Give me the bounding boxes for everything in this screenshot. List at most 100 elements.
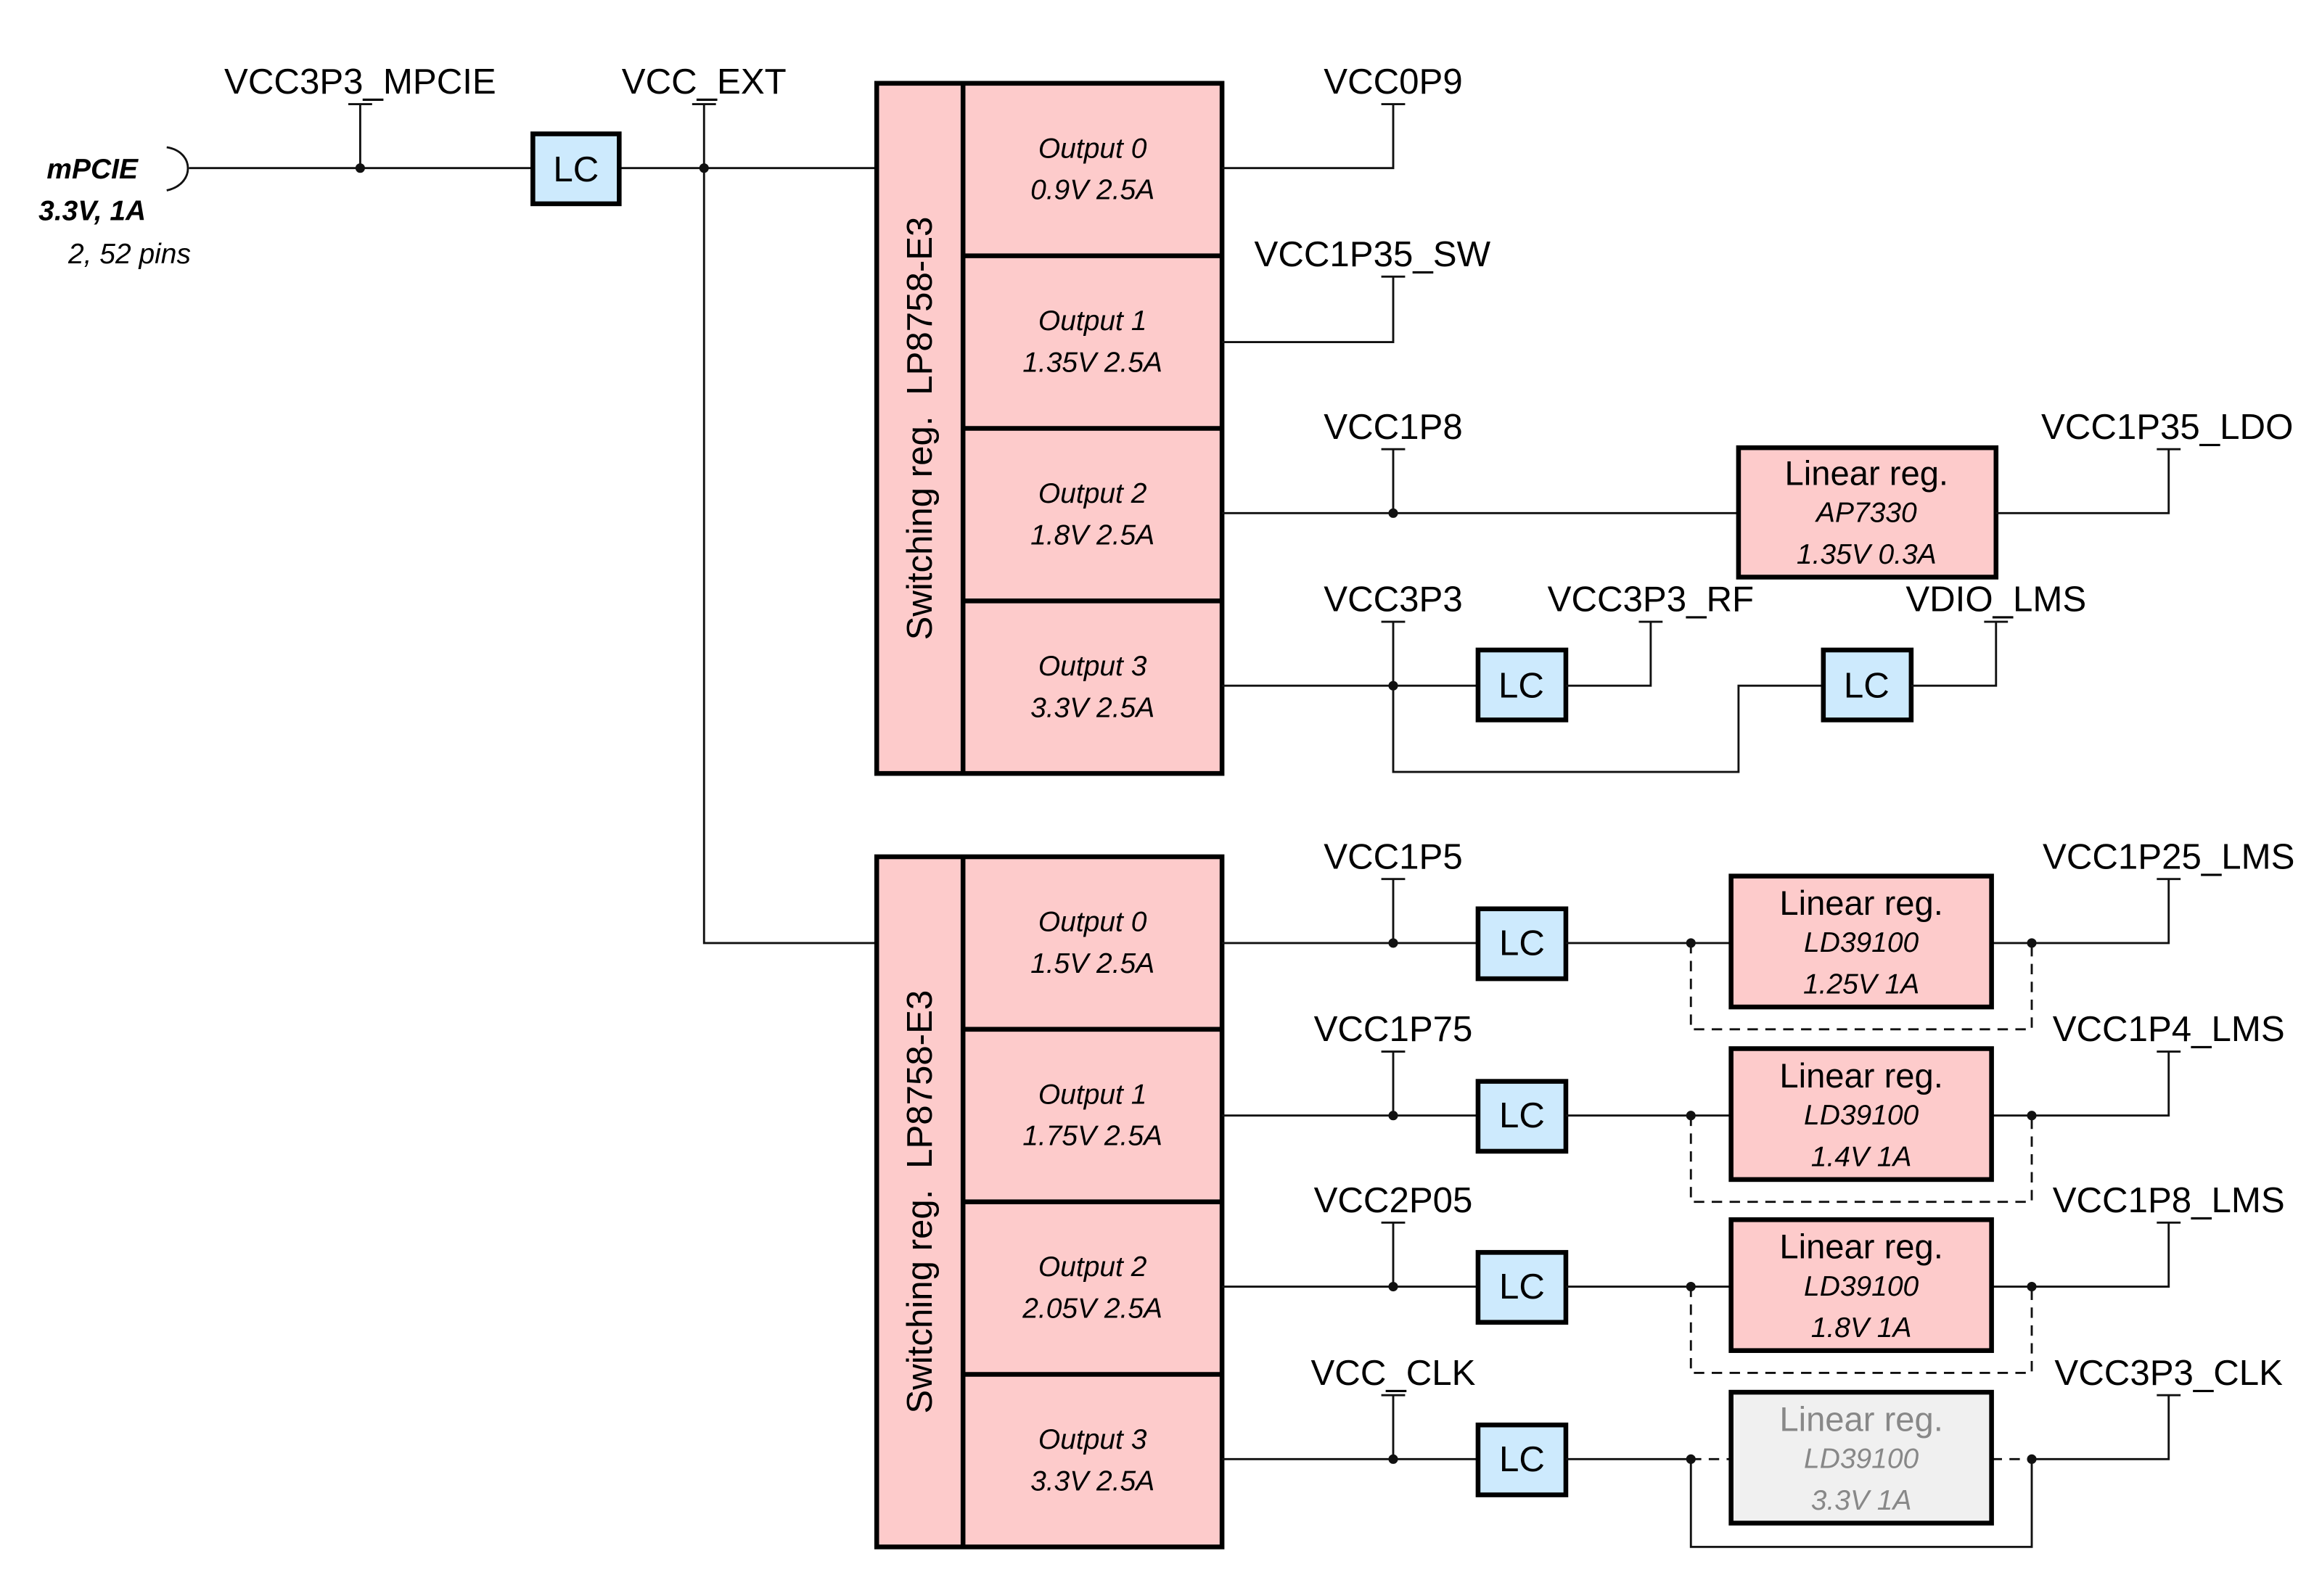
net-tie-ext: VCC_EXT <box>622 62 877 945</box>
output-name: Output 3 <box>1038 1424 1147 1455</box>
ldo-rating: 3.3V 1A <box>1811 1485 1912 1516</box>
net-label-switch-out: VCC1P75 <box>1314 1009 1473 1049</box>
lc-label: LC <box>1498 666 1544 706</box>
wire-top-out1 <box>1222 276 1395 344</box>
net-label-switch-out: VCC_CLK <box>1310 1353 1475 1393</box>
switching-reg-0: Switching reg.LP8758-E3 Output 0 0.9V 2.5A… <box>874 81 1225 776</box>
net-label-top-out1: VCC1P35_SW <box>1255 234 1491 274</box>
net-label-ldo-out: VCC3P3_CLK <box>2054 1353 2283 1393</box>
top-out2-branch: VCC1P8 Linear reg. AP7330 1.35V 0.3A VCC… <box>1222 407 2293 580</box>
output-name: Output 0 <box>1038 907 1147 938</box>
bypass-fitted <box>1689 1459 2033 1548</box>
lc-box-vdio <box>1821 647 1914 723</box>
wire-top-out0 <box>1222 104 1395 170</box>
junction-dot <box>1686 1454 1696 1464</box>
net-label-switch-out: VCC2P05 <box>1314 1180 1473 1220</box>
junction-dot <box>1686 1111 1696 1121</box>
junction-dot <box>1388 1281 1398 1292</box>
output-name: Output 0 <box>1038 133 1147 164</box>
wire-ldo-net <box>2031 1395 2170 1460</box>
lc-box <box>1475 1422 1569 1497</box>
ldo-ap7330-box <box>1736 445 1999 580</box>
junction-dot <box>1388 508 1398 518</box>
ldo-box-unpopulated <box>1728 1389 1994 1526</box>
net-label-top-out0: VCC0P9 <box>1324 62 1462 102</box>
junction-dot <box>1388 1111 1398 1121</box>
junction-dot <box>1388 1454 1398 1464</box>
net-label-rf: VCC3P3_RF <box>1548 580 1754 620</box>
junction-dot <box>1686 1281 1696 1292</box>
wire-rf-out <box>1565 622 1652 687</box>
lc-label: LC <box>1499 923 1545 963</box>
ldo-part: LD39100 <box>1804 1100 1919 1131</box>
output-name: Output 2 <box>1038 1251 1147 1283</box>
output-rating: 1.35V 2.5A <box>1022 347 1162 379</box>
ldo-rating: 1.4V 1A <box>1811 1141 1912 1172</box>
ldo-rating: 1.35V 0.3A <box>1797 539 1937 570</box>
output-rating: 2.05V 2.5A <box>1022 1293 1162 1325</box>
mpcie-source: mPCIE 3.3V, 1A 2, 52 pins <box>38 146 191 270</box>
junction-dot <box>1388 938 1398 948</box>
bypass-optional <box>1689 1286 2033 1374</box>
lc-label: LC <box>1499 1095 1545 1135</box>
top-out0-branch: VCC0P9 <box>1222 62 1463 170</box>
output-name: Output 1 <box>1038 305 1146 337</box>
source-name: mPCIE <box>46 154 139 185</box>
source-pins: 2, 52 pins <box>67 239 191 270</box>
ldo-box <box>1728 873 1994 1010</box>
top-out1-branch: VCC1P35_SW <box>1222 234 1491 344</box>
net-label-top-out3: VCC3P3 <box>1324 580 1462 620</box>
lc-box-rf <box>1475 647 1569 723</box>
ldo-part: LD39100 <box>1804 1444 1919 1475</box>
output-name: Output 1 <box>1038 1079 1146 1110</box>
output-name: Output 3 <box>1038 651 1147 682</box>
top-out3-branch: VCC3P3 LC VCC3P3_RF LC VDIO_LMS <box>1222 580 2086 773</box>
net-tie-input: VCC3P3_MPCIE <box>224 62 496 173</box>
net-label-ldo-out: VCC1P4_LMS <box>2053 1009 2285 1049</box>
ldo-box <box>1728 1217 1994 1353</box>
switching-reg-label: Switching reg.LP8758-E3 <box>900 990 940 1414</box>
junction-dot <box>355 163 365 173</box>
net-label-input: VCC3P3_MPCIE <box>224 62 496 102</box>
lc-label: LC <box>1499 1267 1545 1307</box>
ldo-title: Linear reg. <box>1779 884 1943 922</box>
output-rating: 1.75V 2.5A <box>1022 1121 1162 1152</box>
ldo-rating: 1.25V 1A <box>1803 969 1919 1000</box>
output-rating: 0.9V 2.5A <box>1030 175 1154 206</box>
lc-label: LC <box>1844 666 1890 706</box>
net-label-ldo-out: VCC1P35_LDO <box>2041 407 2293 447</box>
ldo-part: AP7330 <box>1815 498 1917 529</box>
ldo-box <box>1728 1046 1994 1182</box>
wire-ext-to-bottom-reg <box>702 168 877 945</box>
net-label-switch-out: VCC1P5 <box>1324 836 1462 876</box>
switching-reg-label: Switching reg.LP8758-E3 <box>900 217 940 641</box>
output-rating: 1.8V 2.5A <box>1030 519 1154 551</box>
bypass-optional <box>1689 942 2033 1031</box>
ldo-title: Linear reg. <box>1779 1227 1943 1266</box>
wire-ldo-net <box>2031 879 2170 945</box>
output-rating: 3.3V 2.5A <box>1030 692 1154 723</box>
lc-box <box>530 131 622 207</box>
source-rating: 3.3V, 1A <box>38 195 146 226</box>
ldo-part: LD39100 <box>1804 927 1919 958</box>
wire-vdio-out <box>1911 622 1998 687</box>
junction-dot <box>1686 938 1696 948</box>
net-label-ext: VCC_EXT <box>622 62 787 102</box>
ldo-title: Linear reg. <box>1785 453 1949 492</box>
output-name: Output 2 <box>1038 478 1147 509</box>
junction-dot <box>1388 680 1398 691</box>
net-label-vdio: VDIO_LMS <box>1905 580 2086 620</box>
wire-ldo-net <box>2031 1222 2170 1288</box>
connector-icon <box>166 146 189 192</box>
wire-ldo-net <box>2031 1051 2170 1117</box>
net-label-top-out2: VCC1P8 <box>1324 407 1462 447</box>
lc-box <box>1475 1250 1569 1325</box>
lc-label: LC <box>553 149 599 189</box>
